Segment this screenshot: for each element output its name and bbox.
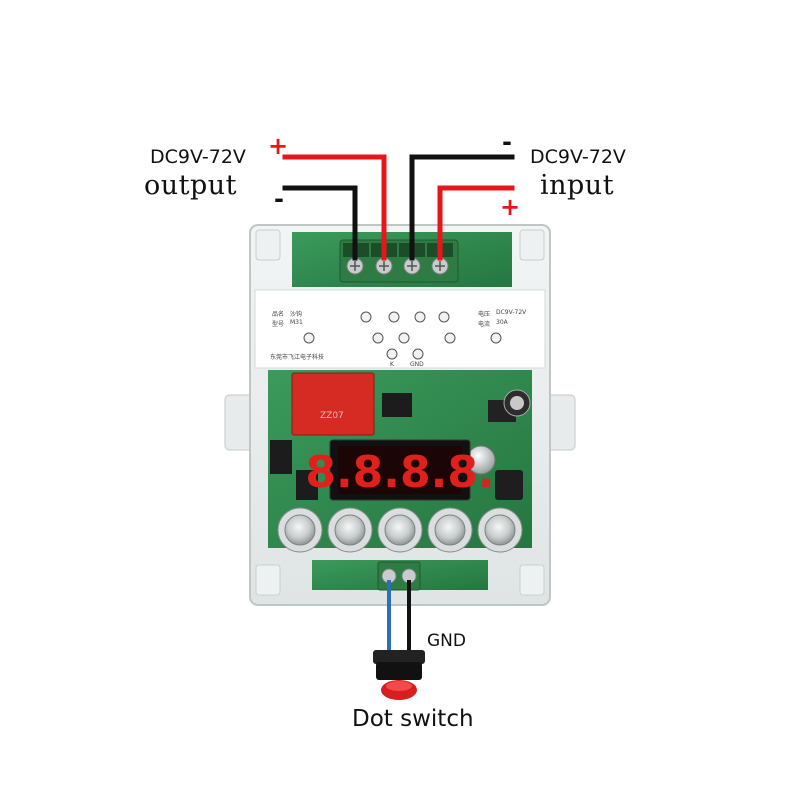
output-voltage-label: DC9V-72V <box>150 146 246 168</box>
button-row <box>277 507 523 553</box>
panel-model-value: M31 <box>290 319 303 326</box>
control-button-4[interactable] <box>427 507 473 553</box>
output-plus-sign: + <box>268 132 289 160</box>
control-button-5[interactable] <box>477 507 523 553</box>
panel-name-label: 品名 <box>272 311 285 318</box>
panel-screw-holes <box>303 311 502 360</box>
panel-voltage-label: 电压 <box>478 311 491 318</box>
gnd-label: GND <box>427 631 466 651</box>
relay: ZZ07 <box>291 372 375 436</box>
panel-current-label: 电流 <box>478 321 491 328</box>
input-plus-sign: + <box>500 193 521 221</box>
input-label: input <box>540 170 615 201</box>
output-label: output <box>144 170 238 201</box>
svg-text:ZZ07: ZZ07 <box>320 411 344 421</box>
wire-input-positive <box>437 185 515 261</box>
ic-chip <box>382 393 412 417</box>
control-button-2[interactable] <box>327 507 373 553</box>
panel-voltage-value: DC9V-72V <box>496 309 527 316</box>
inductor <box>495 470 523 500</box>
display-digits: 8.8.8.8. <box>305 447 494 498</box>
ic-chip-left-2 <box>296 470 318 500</box>
wire-output-negative <box>282 185 358 261</box>
panel-maker: 东莞市飞江电子科技 <box>270 354 325 361</box>
input-voltage-label: DC9V-72V <box>530 146 626 168</box>
label-panel <box>254 289 546 369</box>
ic-chip-left <box>270 440 292 474</box>
control-button-1[interactable] <box>277 507 323 553</box>
wire-input-negative <box>409 154 515 261</box>
panel-current-value: 30A <box>496 319 508 326</box>
dot-switch-label: Dot switch <box>352 706 474 732</box>
seven-segment-display: 8.8.8.8. <box>305 439 495 501</box>
panel-name-value: 沙钩 <box>290 311 303 318</box>
panel-k-mark: K <box>390 361 394 368</box>
output-minus-sign: - <box>274 185 284 213</box>
dot-switch <box>373 650 425 700</box>
panel-gnd-mark: GND <box>410 361 424 368</box>
switch-terminal-block <box>377 561 421 591</box>
panel-model-label: 型号 <box>272 321 285 328</box>
control-button-3[interactable] <box>377 507 423 553</box>
wire-output-positive <box>282 154 387 261</box>
input-minus-sign: - <box>502 128 512 156</box>
wires <box>282 154 515 657</box>
